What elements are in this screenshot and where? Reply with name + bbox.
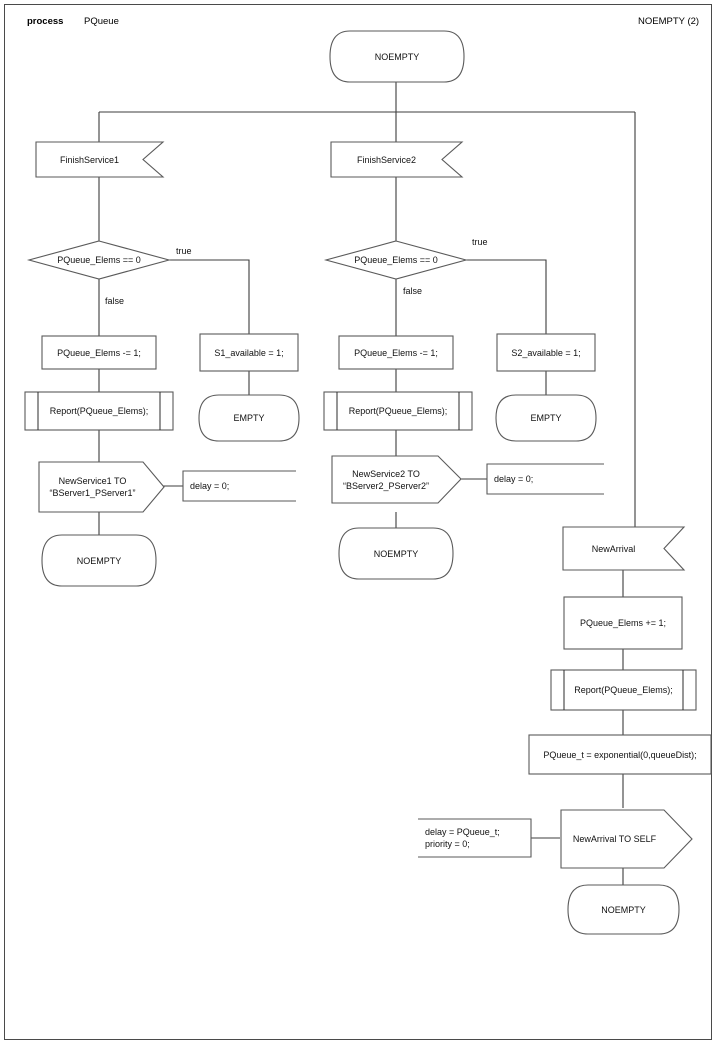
comment-delay-zero-2 — [486, 463, 604, 495]
task-s2-available-label: S2_available = 1; — [511, 347, 581, 358]
edge-label-true-2: true — [472, 237, 488, 247]
state-noempty-3-label: NOEMPTY — [601, 904, 646, 915]
task-s1-available-label: S1_available = 1; — [214, 347, 284, 358]
comment-1-label: delay = 0; — [190, 481, 230, 491]
state-noempty-1[interactable] — [41, 534, 157, 587]
task-increment-3-label: PQueue_Elems += 1; — [579, 618, 667, 628]
state-empty-1-label: EMPTY — [233, 413, 265, 423]
output-newarrival-self-label: NewArrival TO SELF — [572, 834, 657, 844]
task-s1-available[interactable] — [199, 333, 299, 372]
state-noempty-2-label: NOEMPTY — [373, 548, 419, 559]
header-keyword: process — [27, 16, 64, 27]
input-finishservice1-label: FinishService1 — [59, 154, 120, 165]
task-decrement-2[interactable] — [338, 335, 454, 370]
state-noempty-2[interactable] — [338, 527, 454, 580]
output-newservice2-label: NewService2 TO “BServer2_PServer2” — [342, 468, 430, 491]
procedure-report-2[interactable] — [323, 391, 473, 431]
comment-delay-zero-1 — [182, 470, 296, 502]
procedure-report-3-label: Report(PQueue_Elems); — [574, 685, 673, 695]
state-noempty-1-label: NOEMPTY — [76, 555, 122, 566]
conn-dec2-true — [466, 259, 547, 334]
output-newservice2[interactable] — [331, 455, 462, 504]
decision-pqueue-elems-zero-2[interactable] — [323, 240, 469, 280]
procedure-report-1[interactable] — [24, 391, 174, 431]
conn-dec1-true — [169, 259, 250, 334]
state-start-noempty[interactable] — [329, 30, 465, 83]
input-finishservice2[interactable] — [330, 141, 464, 178]
task-sample-label: PQueue_t = exponential(0,queueDist); — [543, 749, 697, 760]
header-process-name: PQueue — [84, 16, 119, 27]
task-s2-available[interactable] — [496, 333, 596, 372]
header-state-page: NOEMPTY (2) — [638, 16, 700, 27]
page-border — [4, 4, 712, 1040]
input-finishservice1[interactable] — [35, 141, 165, 178]
state-empty-2[interactable] — [495, 394, 597, 442]
task-increment-3[interactable] — [563, 596, 683, 650]
procedure-report-2-label: Report(PQueue_Elems); — [348, 406, 448, 416]
edge-label-true-1: true — [176, 246, 192, 256]
procedure-report-1-label: Report(PQueue_Elems); — [49, 406, 149, 416]
comment-2-label: delay = 0; — [494, 474, 534, 484]
connector-lines — [98, 82, 636, 885]
task-decrement-1-label: PQueue_Elems -= 1; — [57, 347, 141, 358]
state-noempty-3[interactable] — [567, 884, 680, 935]
task-decrement-1[interactable] — [41, 335, 157, 370]
comment-3-label: delay = PQueue_t; priority = 0; — [425, 827, 500, 849]
output-newservice1[interactable] — [38, 461, 165, 513]
state-start-label: NOEMPTY — [374, 51, 420, 62]
input-newarrival[interactable] — [562, 526, 686, 571]
input-newarrival-label: NewArrival — [591, 543, 636, 554]
decision-1-label: PQueue_Elems == 0 — [57, 255, 141, 265]
state-empty-2-label: EMPTY — [530, 413, 562, 423]
state-empty-1[interactable] — [198, 394, 300, 442]
procedure-report-3[interactable] — [550, 669, 697, 711]
decision-pqueue-elems-zero-1[interactable] — [26, 240, 172, 280]
input-finishservice2-label: FinishService2 — [356, 154, 417, 165]
edge-label-false-1: false — [105, 296, 125, 306]
output-newarrival-to-self[interactable] — [560, 809, 693, 869]
edge-label-false-2: false — [403, 286, 423, 296]
decision-2-label: PQueue_Elems == 0 — [354, 255, 438, 265]
output-newservice1-label: NewService1 TO “BServer1_PServer1” — [49, 476, 136, 498]
task-sample-exponential[interactable] — [528, 734, 712, 775]
task-decrement-2-label: PQueue_Elems -= 1; — [354, 347, 438, 358]
comment-delay-priority-3 — [418, 818, 532, 858]
